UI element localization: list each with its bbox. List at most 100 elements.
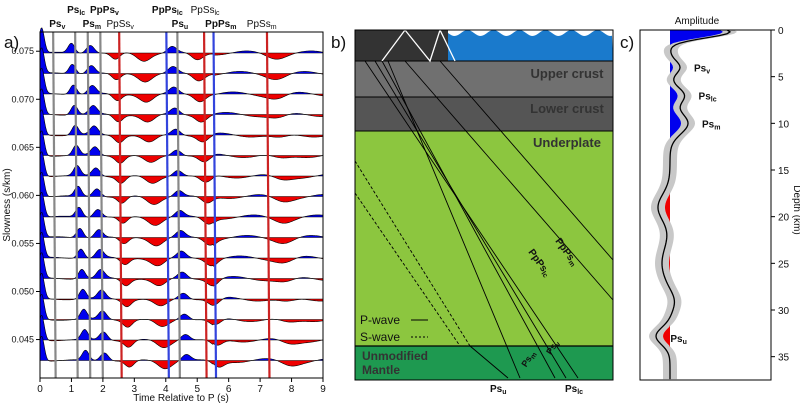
trace-line: [39, 272, 324, 308]
phase-label: PpPsm: [205, 19, 236, 31]
trace-negative-fill: [40, 258, 323, 267]
sea: [448, 30, 613, 61]
depth-tick-label: 15: [778, 166, 790, 177]
depth-tick-label: 5: [778, 73, 784, 84]
y-tick-label: 0.045: [11, 335, 34, 345]
x-tick-label: 4: [163, 384, 169, 395]
trace-line: [39, 130, 324, 164]
trace-line: [39, 151, 324, 184]
conversion-label: Psu: [670, 334, 687, 346]
phase-line-blue: [212, 31, 218, 379]
layer-label-underplate: Underplate: [533, 135, 601, 150]
phase-label: PpSslc: [191, 5, 220, 17]
receiver-function-traces: [39, 27, 324, 370]
land-block: [355, 30, 448, 61]
trace-negative-fill: [40, 278, 323, 287]
layer-mantle: [355, 346, 613, 380]
x-tick-label: 3: [132, 384, 138, 395]
y-tick-label: 0.060: [11, 190, 34, 200]
ray-label-psu: Psu: [490, 384, 507, 396]
trace-positive-fill: [40, 252, 323, 279]
depth-tick-label: 30: [778, 306, 790, 317]
trace-positive-fill: [40, 212, 323, 238]
phase-label: PpSsm: [247, 19, 277, 31]
layer-label-lower-crust: Lower crust: [530, 101, 604, 116]
trace-negative-fill: [40, 196, 323, 205]
phase-line-gray: [99, 31, 104, 379]
legend-p-wave: P-wave: [360, 313, 400, 327]
phase-line-red: [265, 31, 271, 379]
x-tick-label: 8: [289, 384, 295, 395]
phase-labels: PsvPslcPsmPpPsvPpSsvPpPslcPsuPpSslcPpPsm…: [49, 5, 276, 31]
phase-label: Pslc: [67, 5, 85, 17]
phase-label: PpPsv: [90, 5, 119, 17]
depth-tick-label: 35: [778, 353, 790, 364]
phase-label: Psu: [172, 19, 189, 31]
negative-fill: [663, 30, 670, 380]
x-tick-label: 2: [100, 384, 106, 395]
y-tick-label: 0.075: [11, 46, 34, 56]
phase-line-red: [118, 31, 123, 379]
conversion-label: Psm: [702, 119, 720, 131]
layer-label-mantle-line2: Mantle: [362, 363, 400, 377]
trace-negative-fill: [40, 114, 323, 123]
panel-b: b) PpPsm PpPslc Psv Psm Upper crust: [331, 28, 614, 396]
panel-a-frame: [39, 31, 324, 379]
phase-line-red: [202, 31, 208, 379]
x-tick-label: 6: [226, 384, 232, 395]
conversion-label: Pslc: [699, 91, 717, 103]
depth-tick-label: 25: [778, 259, 790, 270]
y-tick-label: 0.055: [11, 238, 34, 248]
trace-negative-fill: [40, 217, 323, 226]
ray-label-pslc: Pslc: [565, 384, 583, 396]
x-tick-label: 5: [194, 384, 200, 395]
y-tick-label: 0.070: [11, 94, 34, 104]
trace-negative-fill: [40, 73, 323, 83]
depth-ticks: 0 5 10 15 20 25 30 35: [771, 26, 790, 364]
layer-label-mantle-line1: Unmodified: [362, 349, 428, 363]
trace-line: [39, 171, 324, 205]
panel-c-title: Amplitude: [675, 16, 720, 27]
phase-line-gray: [86, 31, 92, 379]
x-tick-label: 7: [257, 384, 263, 395]
trace-negative-fill: [40, 237, 323, 246]
panel-c-frame: [639, 29, 772, 381]
panel-c-letter: c): [620, 33, 634, 52]
panel-b-frame: [354, 29, 614, 381]
trace-line: [39, 315, 324, 348]
trace-line: [39, 335, 324, 370]
trace-line: [39, 231, 324, 267]
depth-tick-label: 10: [778, 119, 790, 130]
trace-line: [39, 88, 324, 123]
phase-line-gray: [74, 31, 79, 379]
trace-negative-fill: [40, 299, 323, 307]
mean-curve: [655, 29, 732, 380]
x-tick-label: 9: [320, 384, 326, 395]
depth-stack: [649, 29, 737, 380]
trace-negative-fill: [40, 155, 323, 164]
x-tick-label: 1: [69, 384, 75, 395]
phase-line-gray: [52, 31, 57, 379]
trace-negative-fill: [40, 340, 323, 348]
panel-b-letter: b): [331, 33, 346, 52]
trace-positive-fill: [40, 232, 323, 258]
phase-label: PpSsv: [106, 19, 134, 31]
depth-tick-label: 20: [778, 213, 790, 224]
phase-label: PpPslc: [152, 5, 183, 17]
y-axis-label: Slowness (s/km): [2, 168, 13, 241]
phase-lines: [52, 31, 271, 379]
panel-a-letter: a): [4, 33, 19, 52]
legend-s-wave: S-wave: [360, 330, 400, 344]
trace-line: [39, 109, 324, 144]
trace-positive-fill: [40, 27, 323, 53]
depth-axis-label: Depth (km): [791, 185, 800, 234]
layer-lower-crust: [355, 97, 613, 131]
phase-label: Psv: [49, 19, 65, 31]
depth-tick-label: 0: [778, 26, 784, 37]
surface-rays: [381, 28, 456, 63]
